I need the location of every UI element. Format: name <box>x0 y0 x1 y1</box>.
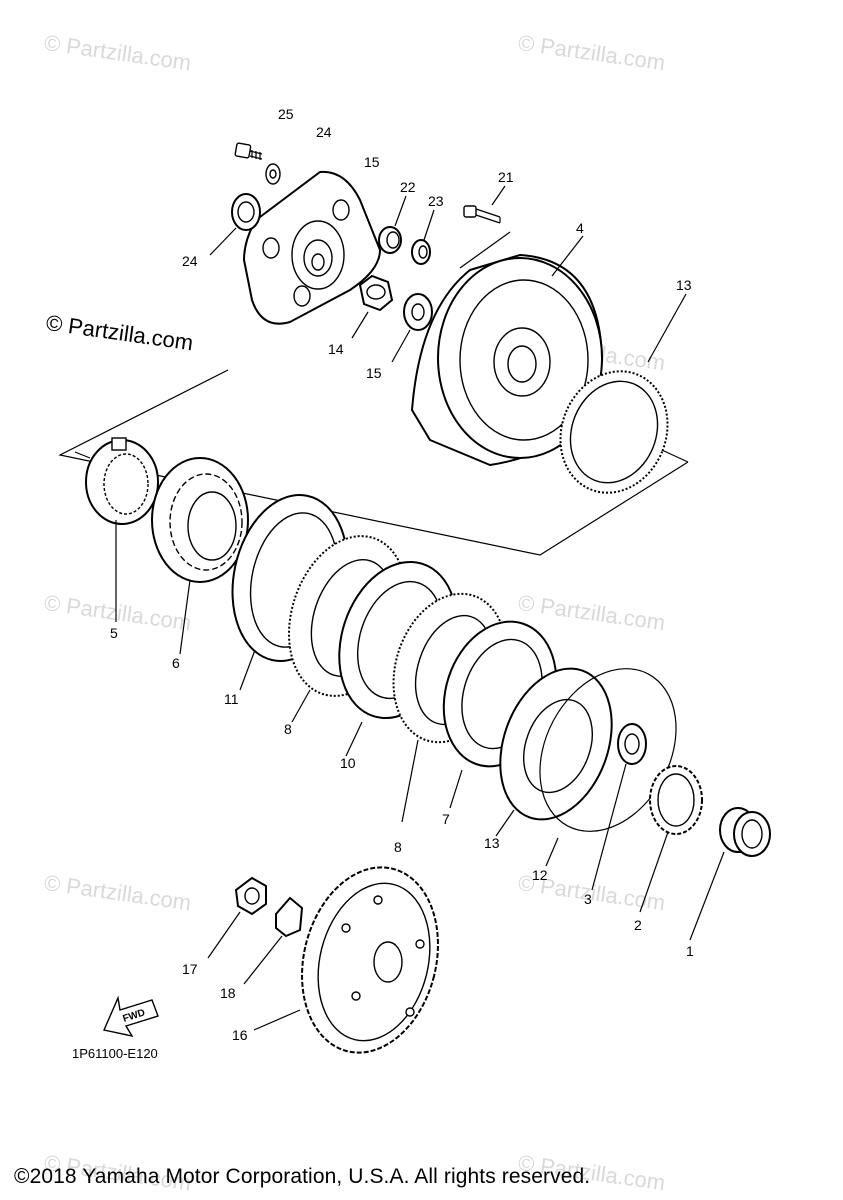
part-17-nut <box>207 876 267 959</box>
callout-17: 17 <box>182 961 198 977</box>
copyright-notice: ©2018 Yamaha Motor Corporation, U.S.A. A… <box>14 1165 591 1188</box>
callout-13: 13 <box>676 277 692 293</box>
callout-16: 16 <box>232 1027 248 1043</box>
part-13-spring-ring <box>559 293 687 494</box>
callout-21: 22 <box>400 179 416 195</box>
part-25-bolt <box>234 142 263 160</box>
part-2-gear <box>639 765 703 913</box>
callout-14: 14 <box>328 341 344 357</box>
callout-18: 18 <box>220 985 236 1001</box>
callout-7: 7 <box>442 811 450 827</box>
part-12-pressure-plate <box>495 667 613 837</box>
part-6-clutch-hub <box>151 457 249 655</box>
part-23-bearing <box>209 193 261 256</box>
callout-20: 21 <box>498 169 514 185</box>
part-20-bolt <box>463 185 506 224</box>
callout-19: 15 <box>364 154 380 170</box>
callout-24: 24 <box>316 124 332 140</box>
part-1-bushing <box>689 807 771 941</box>
part-5-ring <box>85 437 159 622</box>
part-14-nut <box>351 274 394 339</box>
callout-6: 6 <box>172 655 180 671</box>
callout-8b: 8 <box>394 839 402 855</box>
callout-15: 15 <box>366 365 382 381</box>
callout-3: 3 <box>584 891 592 907</box>
part-15-washer <box>391 293 433 363</box>
callout-12: 13 <box>484 835 500 851</box>
fwd-arrow-icon: FWD <box>103 995 159 1038</box>
callout-11: 12 <box>532 867 548 883</box>
callout-22: 23 <box>428 193 444 209</box>
part-4-clutch-housing <box>410 235 604 467</box>
part-3-washer <box>591 723 647 891</box>
callout-25: 25 <box>278 106 294 122</box>
callout-8a: 8 <box>284 721 292 737</box>
part-21-bearing <box>378 195 407 254</box>
callout-1: 1 <box>686 943 694 959</box>
part-24-washer <box>265 163 281 185</box>
callout-23: 24 <box>182 253 198 269</box>
callout-9: 10 <box>340 755 356 771</box>
callout-5: 5 <box>110 625 118 641</box>
callout-10: 11 <box>224 691 239 707</box>
callout-2: 2 <box>634 917 642 933</box>
callout-4: 4 <box>576 220 584 236</box>
part-16-primary-gear <box>253 866 439 1054</box>
part-22-bearing <box>411 209 435 265</box>
part-19-clutch-cover <box>242 170 382 325</box>
part-18-lock-washer <box>243 896 304 985</box>
diagram-code: 1P61100-E120 <box>72 1046 158 1061</box>
